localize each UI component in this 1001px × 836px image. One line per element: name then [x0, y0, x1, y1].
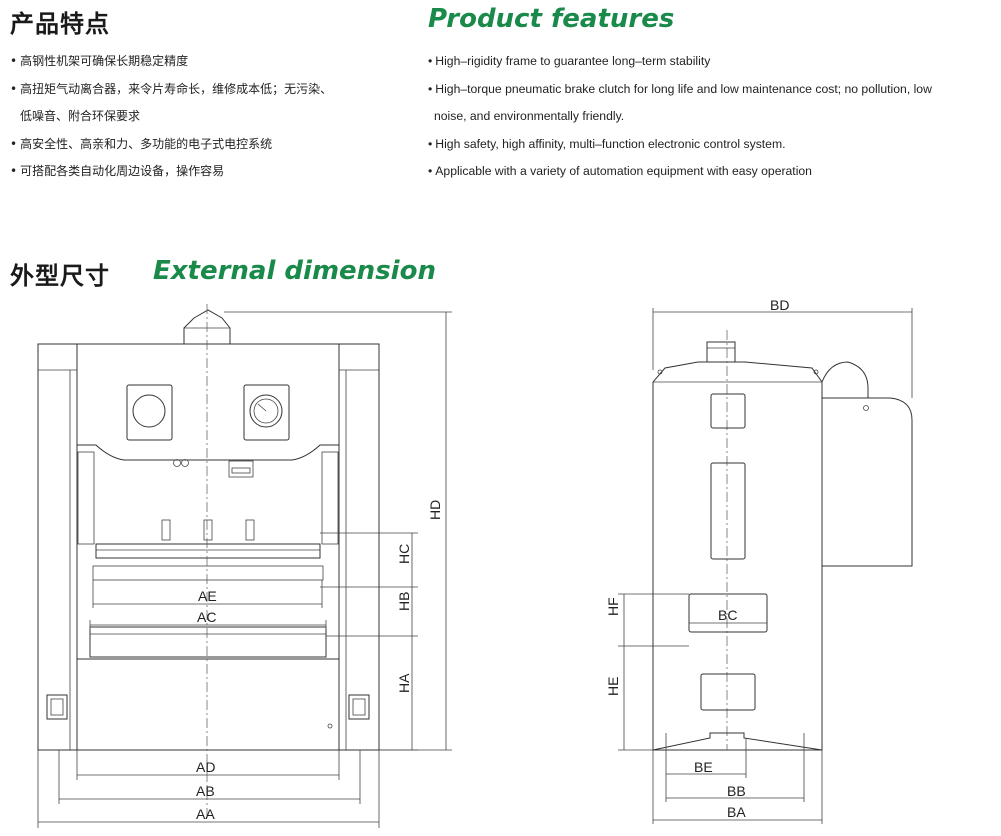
list-item: 高扭矩气动离合器，来令片寿命长，维修成本低；无污染、: [10, 76, 332, 104]
features-en-title: Product features: [428, 4, 675, 34]
dim-label-AD: AD: [196, 759, 215, 775]
list-item-continuation: 低噪音、附合环保要求: [20, 109, 141, 123]
list-item: 高钢性机架可确保长期稳定精度: [10, 48, 332, 76]
features-cn-title: 产品特点: [10, 10, 110, 38]
dim-label-HD: HD: [427, 500, 443, 520]
press-frame: [37, 304, 380, 820]
list-item-continuation: noise, and environmentally friendly.: [434, 109, 625, 123]
list-item: 可搭配各类自动化周边设备，操作容易: [10, 158, 332, 186]
dim-label-HA: HA: [396, 673, 412, 693]
dim-label-BC: BC: [718, 607, 737, 623]
list-item: High–rigidity frame to guarantee long–te…: [428, 48, 932, 76]
list-item: noise, and environmentally friendly.: [428, 103, 932, 131]
list-item: 低噪音、附合环保要求: [10, 103, 332, 131]
dim-label-AA: AA: [196, 806, 215, 822]
dimension-en-title: External dimension: [153, 256, 436, 286]
front-dimension-lines: [37, 311, 452, 828]
dim-label-BD: BD: [770, 297, 789, 313]
dim-label-BA: BA: [727, 804, 746, 820]
dimension-cn-title: 外型尺寸: [10, 262, 110, 290]
dim-label-AE: AE: [198, 588, 217, 604]
dim-label-HC: HC: [396, 544, 412, 564]
features-en-list: High–rigidity frame to guarantee long–te…: [428, 48, 932, 186]
dim-label-AB: AB: [196, 783, 215, 799]
side-frame: [652, 330, 913, 751]
dim-label-AC: AC: [197, 609, 216, 625]
dim-label-BB: BB: [727, 783, 746, 799]
front-view-drawing: HD HC HB HA AE AC AD AB AA: [37, 304, 452, 828]
dim-label-HF: HF: [605, 597, 621, 616]
list-item: High safety, high affinity, multi–functi…: [428, 131, 932, 159]
side-dimension-lines: [618, 308, 913, 824]
dim-label-HE: HE: [605, 677, 621, 696]
side-view-drawing: BD BC HF HE BE BB BA: [605, 297, 913, 824]
list-item: High–torque pneumatic brake clutch for l…: [428, 76, 932, 104]
dim-label-HB: HB: [396, 592, 412, 611]
list-item: Applicable with a variety of automation …: [428, 158, 932, 186]
list-item: 高安全性、高亲和力、多功能的电子式电控系统: [10, 131, 332, 159]
dim-label-BE: BE: [694, 759, 713, 775]
features-cn-list: 高钢性机架可确保长期稳定精度 高扭矩气动离合器，来令片寿命长，维修成本低；无污染…: [10, 48, 332, 186]
